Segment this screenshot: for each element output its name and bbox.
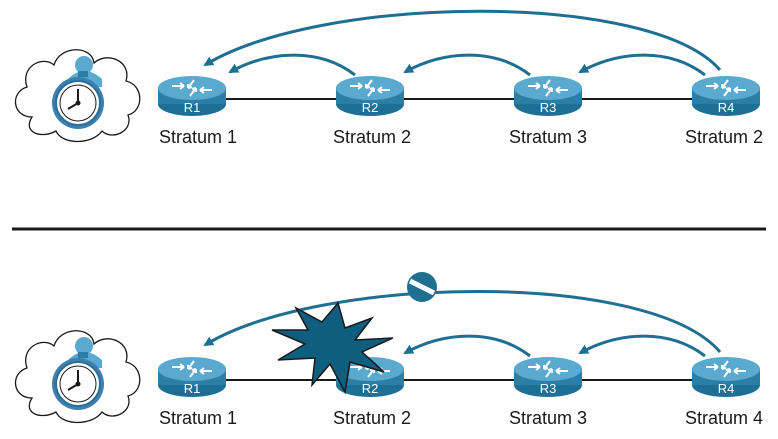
arrow-r4-to-r3: [578, 53, 706, 77]
stratum-label: Stratum 2: [333, 408, 411, 428]
router-r1: R1 Stratum 1: [157, 356, 237, 428]
arrow-r4-to-r1: [203, 9, 722, 71]
router-label: R2: [362, 100, 379, 115]
stratum-label: Stratum 1: [159, 127, 237, 147]
router-r3: R3 Stratum 3: [509, 75, 587, 147]
router-label: R3: [540, 381, 557, 396]
failure-burst-icon: [271, 301, 394, 395]
router-r2: R2 Stratum 2: [333, 75, 411, 147]
router-r4: R4 Stratum 2: [685, 75, 763, 147]
stratum-label: Stratum 2: [333, 127, 411, 147]
arrow-r3-to-r2: [403, 53, 531, 77]
stratum-label: Stratum 1: [159, 408, 237, 428]
arrow-r2-to-r1: [228, 53, 356, 77]
router-label: R4: [718, 100, 735, 115]
ntp-clock-cloud-icon: [14, 329, 141, 424]
stratum-label: Stratum 3: [509, 408, 587, 428]
router-r4: R4 Stratum 4: [685, 356, 763, 428]
router-label: R4: [718, 381, 735, 396]
router-label: R1: [184, 100, 201, 115]
stratum-label: Stratum 2: [685, 127, 763, 147]
router-r1: R1 Stratum 1: [157, 75, 237, 147]
arrow-r4-to-r3: [578, 334, 706, 358]
stratum-label: Stratum 3: [509, 127, 587, 147]
router-r3: R3 Stratum 3: [509, 356, 587, 428]
router-r2: R2 Stratum 2: [333, 356, 411, 428]
top-panel: R1 Stratum 1 R2 Stratum 2 R3 Stratum 3 R…: [14, 9, 763, 147]
arrow-r4-to-r1: [203, 290, 722, 353]
router-label: R1: [184, 381, 201, 396]
router-label: R3: [540, 100, 557, 115]
ntp-clock-cloud-icon: [14, 48, 141, 143]
router-label: R2: [362, 381, 379, 396]
stratum-label: Stratum 4: [685, 408, 763, 428]
arrow-r3-to-r2: [403, 334, 531, 358]
bottom-panel: R1 Stratum 1 R2 Stratum 2 R3 Stratum 3 R…: [14, 272, 763, 428]
blocked-icon: [407, 272, 437, 302]
